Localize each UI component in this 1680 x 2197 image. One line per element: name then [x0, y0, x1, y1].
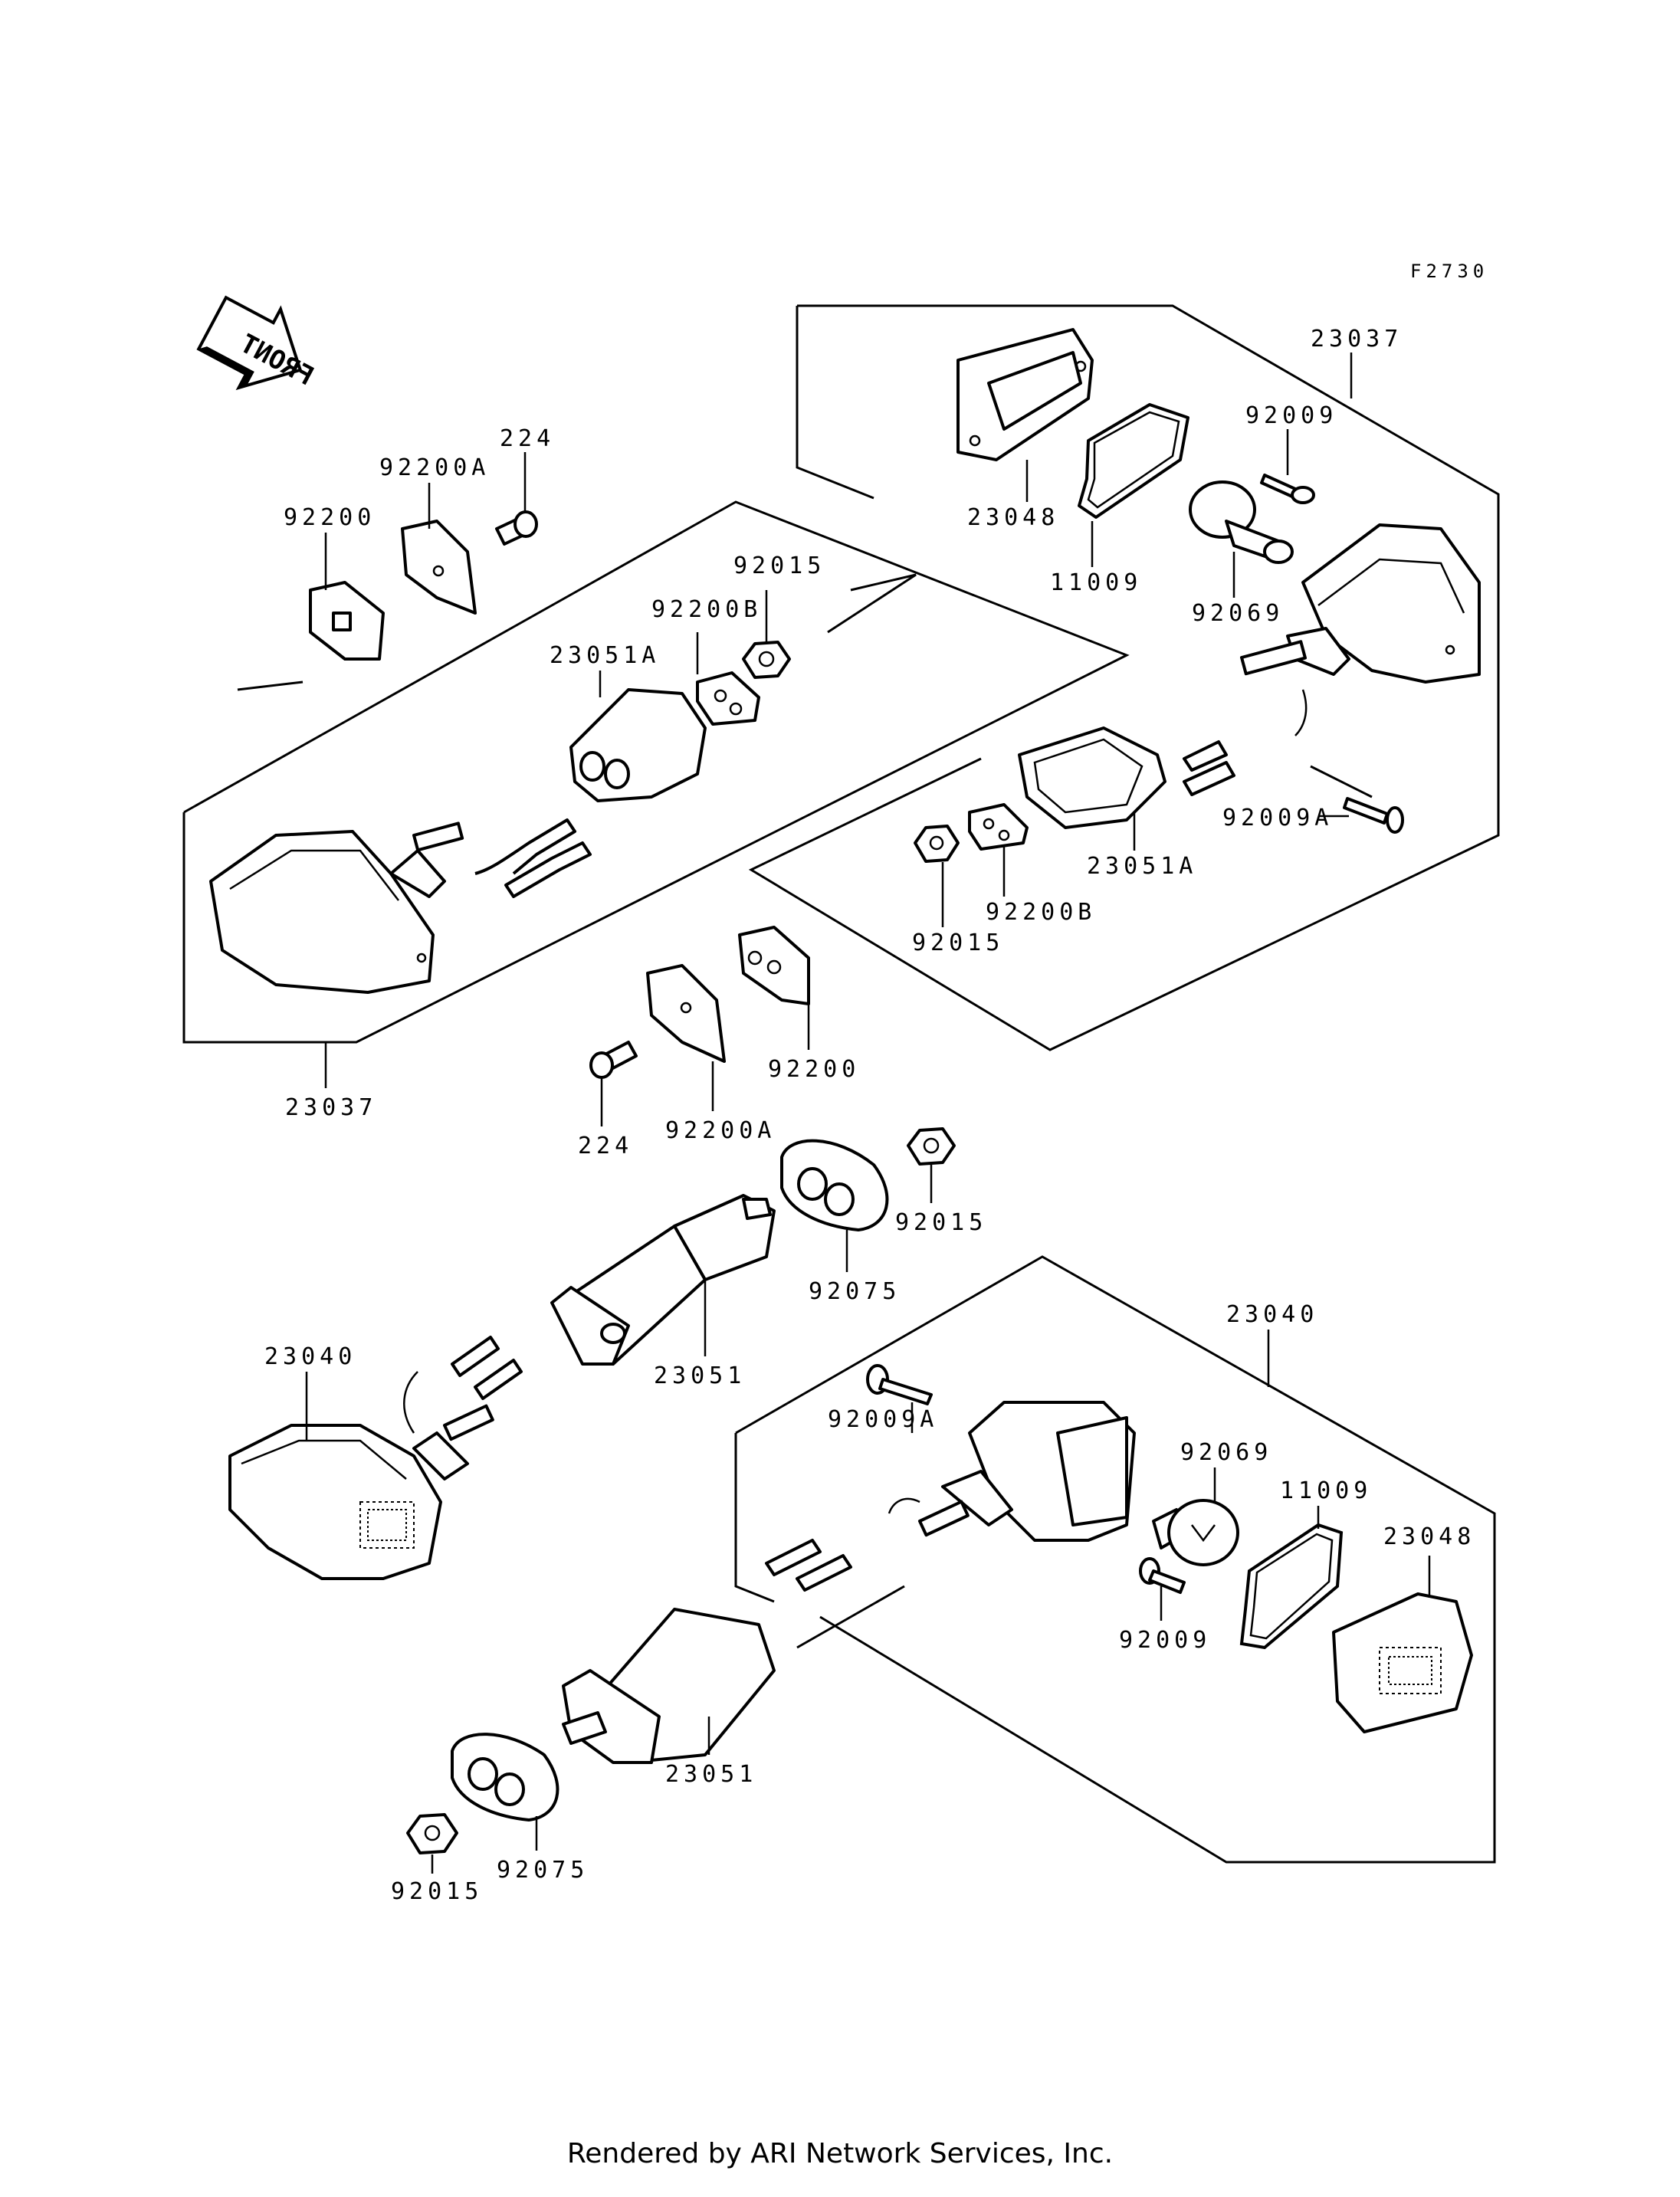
label-92200a-mid: 92200A: [665, 1117, 776, 1144]
label-23051a-right: 23051A: [1087, 853, 1197, 880]
label-92069-top: 92069: [1192, 600, 1284, 627]
nut-92015-mid: [907, 1127, 956, 1166]
plate-92200-top: [309, 581, 385, 661]
grommet-23051a-right: [1018, 726, 1166, 829]
label-92075-bottom: 92075: [497, 1857, 589, 1884]
label-92200-mid: 92200: [768, 1056, 860, 1083]
label-23048-bottom: 23048: [1383, 1523, 1475, 1550]
label-23051-mid: 23051: [654, 1362, 746, 1389]
label-92200-top: 92200: [284, 504, 376, 531]
figure-code: F2730: [1410, 261, 1488, 282]
label-92015-mid: 92015: [895, 1209, 987, 1236]
housing-23037-left: [209, 818, 592, 994]
housing-23040-left: [228, 1336, 523, 1580]
bulb-92069-top: [1189, 480, 1294, 564]
label-224-mid: 224: [578, 1133, 633, 1159]
label-23037-left: 23037: [285, 1094, 377, 1121]
footer-credit: Rendered by ARI Network Services, Inc.: [566, 2138, 1114, 2169]
bracket-92200a-mid: [646, 964, 726, 1063]
housing-23040-right: [765, 1401, 1136, 1592]
label-92009a-bottom: 92009A: [828, 1406, 938, 1433]
gasket-11009-bottom: [1239, 1523, 1344, 1650]
lens-pattern-icon: [1379, 1647, 1442, 1694]
bracket-92200b-right: [968, 803, 1029, 851]
label-92009-top: 92009: [1245, 402, 1337, 429]
assembly-box-top-right: [748, 304, 1500, 1051]
bulb-92069-bottom: [1152, 1499, 1239, 1566]
screw-224-mid: [589, 1041, 638, 1079]
label-23048-top: 23048: [967, 504, 1059, 531]
label-23040-left: 23040: [264, 1343, 356, 1370]
label-92200b-top: 92200B: [651, 596, 762, 623]
assembly-box-bottom-right: [734, 1255, 1496, 1864]
part-labels: 23037 92009 23048 11009 92069 92009A 230…: [264, 326, 1475, 1905]
label-92200b-right: 92200B: [986, 899, 1096, 926]
nut-92015-top: [742, 641, 791, 679]
bracket-92200b-top: [696, 671, 760, 726]
label-92015-top: 92015: [733, 553, 825, 579]
bracket-92200a-top: [401, 520, 477, 615]
label-224-top: 224: [500, 425, 555, 452]
label-92009a-top: 92009A: [1222, 805, 1333, 831]
screw-92009a-bottom: [866, 1364, 933, 1405]
label-92075-mid: 92075: [809, 1278, 901, 1305]
grommet-23051a-left: [569, 688, 707, 802]
label-92069-bottom: 92069: [1180, 1439, 1272, 1466]
grommet-92075-bottom: [451, 1733, 559, 1822]
lens-pattern-icon: [359, 1501, 415, 1549]
housing-23037-right: [1183, 523, 1481, 796]
gasket-11009-top: [1078, 403, 1189, 519]
lens-23048-bottom: [1332, 1592, 1473, 1733]
label-11009-bottom: 11009: [1280, 1477, 1372, 1504]
label-92009-bottom: 92009: [1119, 1627, 1211, 1654]
grommet-23051-bottom: [562, 1608, 776, 1764]
label-23051-bottom: 23051: [665, 1761, 757, 1788]
nut-92015-right: [914, 825, 960, 863]
screw-92009a-top: [1343, 797, 1404, 834]
plate-92200-mid: [738, 926, 810, 1005]
label-23051a-left: 23051A: [550, 642, 660, 669]
screw-92009-top: [1260, 474, 1315, 504]
front-arrow-icon: FRONT: [196, 295, 319, 392]
label-92015-right: 92015: [912, 930, 1004, 956]
label-23040-right: 23040: [1226, 1301, 1318, 1328]
grommet-23051-mid: [550, 1194, 776, 1366]
lens-23048-top: [956, 328, 1094, 461]
grommet-92075-mid: [780, 1139, 889, 1231]
label-11009-top: 11009: [1050, 569, 1142, 596]
label-23037-top: 23037: [1311, 326, 1403, 353]
label-92200a-top: 92200A: [379, 454, 490, 481]
nut-92015-bottom: [406, 1813, 458, 1854]
assembly-box-top-left: [182, 500, 1130, 1044]
screw-224-top: [495, 510, 538, 546]
leader-lines: [305, 353, 1431, 1874]
label-92015-bottom: 92015: [391, 1878, 483, 1905]
screw-92009-bottom: [1139, 1557, 1186, 1594]
